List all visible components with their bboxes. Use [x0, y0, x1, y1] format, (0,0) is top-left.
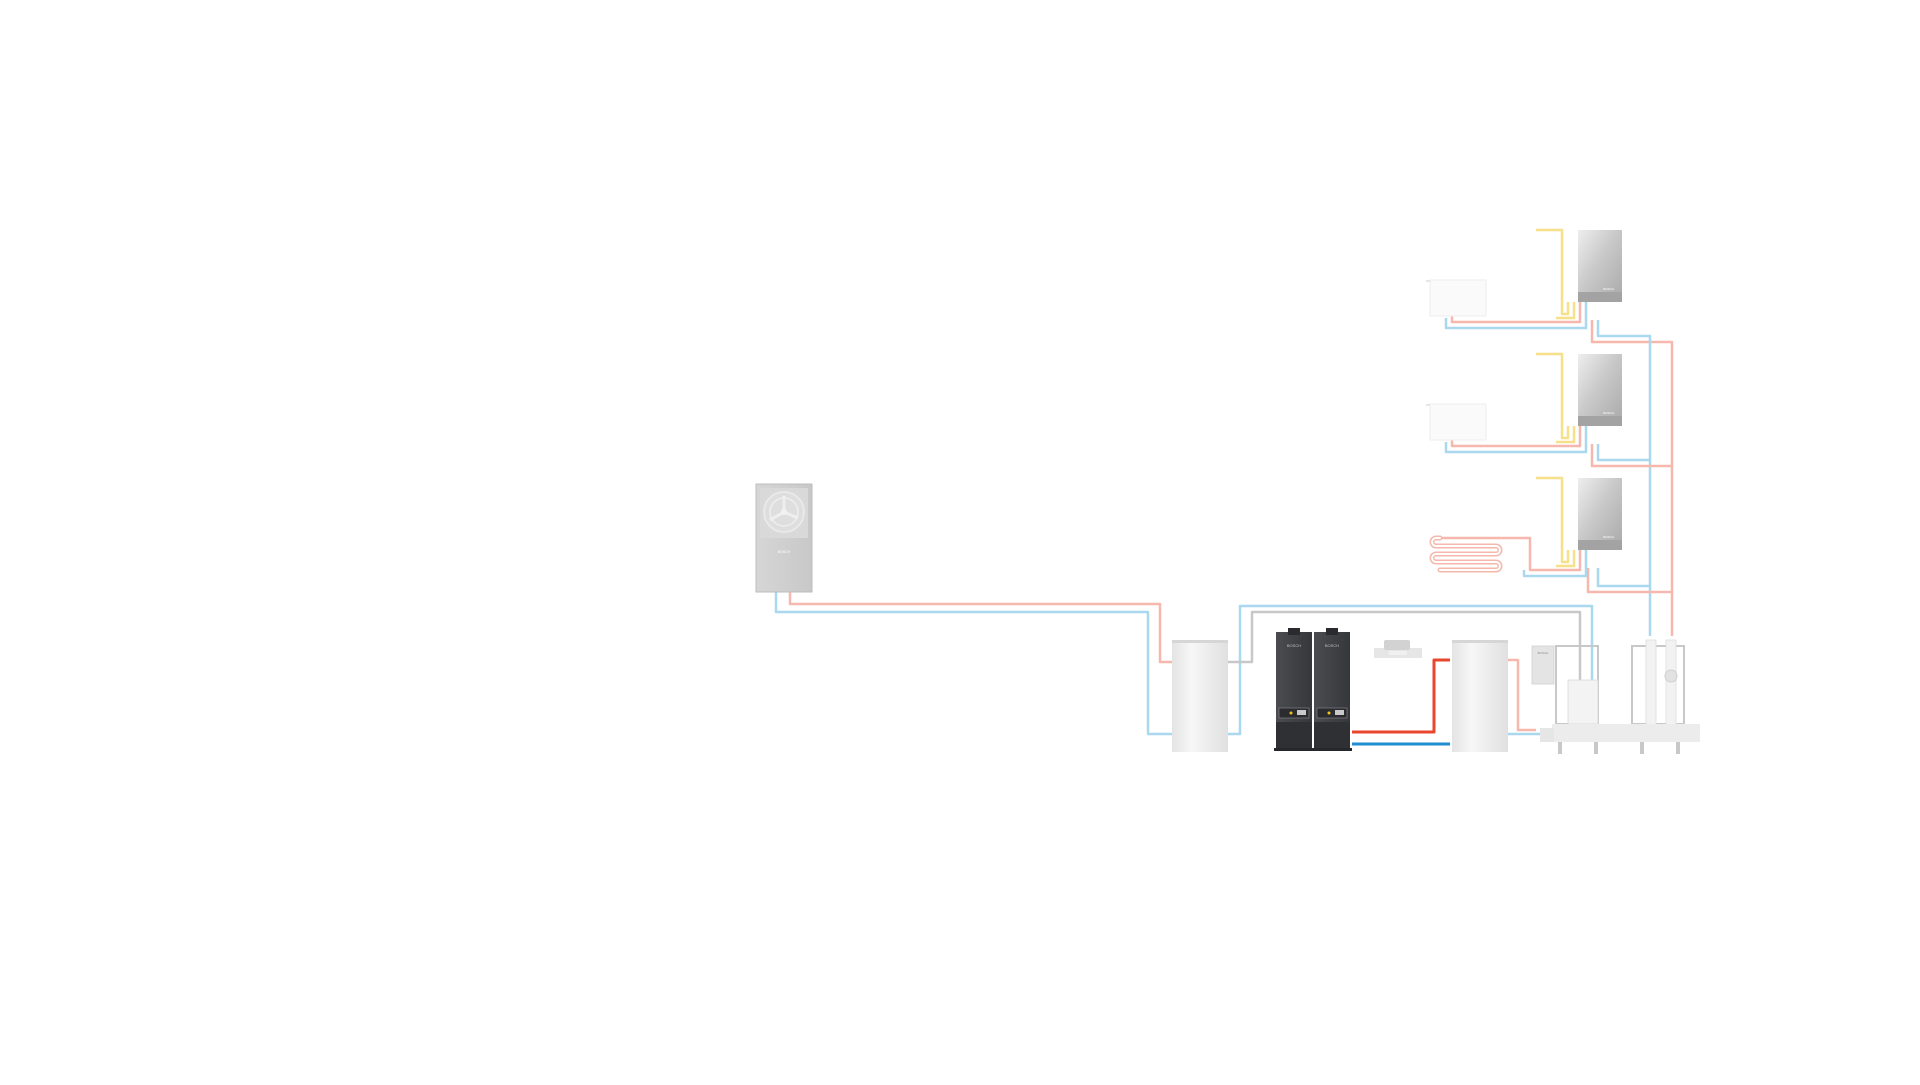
cylinder-flow-pipe [1508, 658, 1536, 732]
apt-3-radiator-return [1444, 302, 1588, 330]
distribution-manifold [1616, 639, 1700, 754]
system-controller [1374, 640, 1422, 658]
buffer-return-riser-pipe [1228, 604, 1594, 736]
floor-2-return-branch [1596, 444, 1650, 462]
heat-pump-logo: BOSCH [778, 550, 791, 554]
control-panel: BOSCH [1531, 645, 1555, 685]
boiler-flow-pipe-active [1352, 658, 1450, 734]
hiu-bottom-logo: BOSCH [1603, 535, 1614, 539]
boiler-left: BOSCH [1276, 628, 1312, 750]
air-source-heat-pump: BOSCH [755, 483, 813, 593]
hiu-middle: BOSCH [1578, 354, 1622, 426]
cascade-gas-boilers: BOSCH BOSCH [1274, 628, 1352, 751]
apt-3-cold-water [1556, 302, 1576, 320]
underfloor-heating-icon [1429, 535, 1503, 573]
hiu-middle-logo: BOSCH [1603, 411, 1614, 415]
apt-1-hot-water [1536, 476, 1570, 564]
pump-skid [1540, 645, 1618, 754]
apt-3-hot-water [1536, 228, 1570, 316]
riser-return-pipe [1596, 320, 1652, 636]
riser-flow-pipe [1590, 320, 1674, 636]
floor-1-return-branch [1596, 568, 1650, 588]
apt-2-cold-water [1556, 426, 1576, 444]
floor-2-flow-branch [1590, 444, 1672, 468]
hiu-bottom: BOSCH [1578, 478, 1622, 550]
apt-2-radiator-return [1444, 426, 1588, 454]
floor-1-flow-branch [1586, 568, 1672, 594]
apt-2-radiator-flow [1450, 426, 1582, 448]
hiu-top: BOSCH [1578, 230, 1622, 302]
pipework [774, 228, 1674, 746]
buffer-tank [1172, 640, 1228, 752]
apt-3-radiator-flow [1450, 302, 1582, 324]
radiator-icon [1426, 403, 1487, 441]
fan-icon [763, 491, 805, 533]
apt-1-underfloor-flow [1440, 536, 1582, 572]
heat-pump-return-pipe [774, 592, 1172, 736]
boiler-right-logo: BOSCH [1325, 643, 1339, 648]
hot-water-cylinder [1452, 640, 1508, 752]
boiler-left-logo: BOSCH [1287, 643, 1301, 648]
apt-1-cold-water [1556, 550, 1576, 568]
hiu-top-logo: BOSCH [1603, 287, 1614, 291]
control-panel-logo: BOSCH [1538, 651, 1549, 655]
boiler-plinth [1274, 748, 1352, 751]
apt-2-hot-water [1536, 352, 1570, 440]
heat-pump-flow-pipe [788, 592, 1172, 664]
gas-supply-pipe [1228, 610, 1582, 680]
boiler-right: BOSCH [1314, 628, 1350, 750]
apt-1-underfloor-return [1522, 550, 1588, 578]
radiator-icon [1426, 279, 1487, 317]
